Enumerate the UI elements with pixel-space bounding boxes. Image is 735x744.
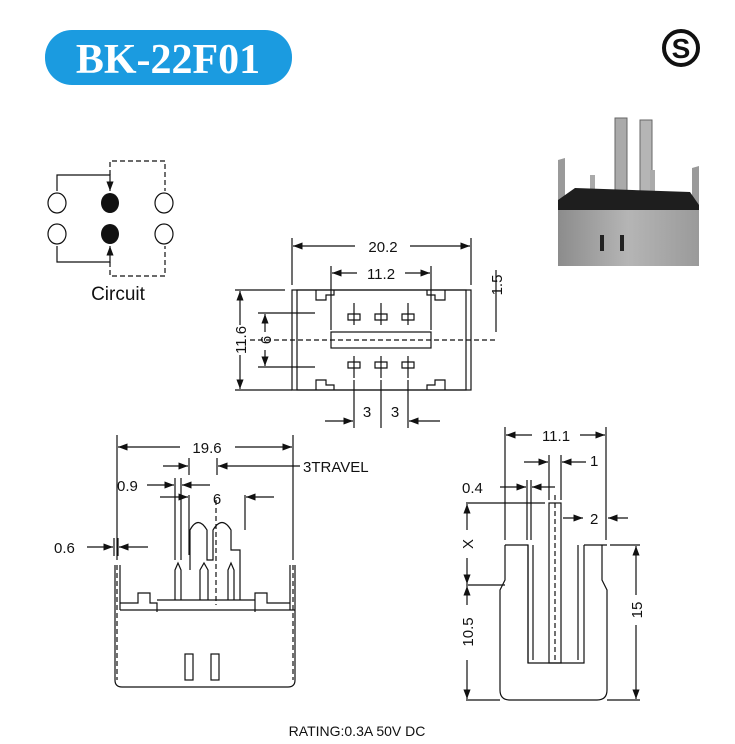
svg-text:11.6: 11.6	[233, 326, 250, 354]
svg-text:20.2: 20.2	[368, 239, 397, 256]
title: BK-22F01	[76, 37, 260, 83]
svg-text:S: S	[672, 33, 691, 64]
svg-text:0.6: 0.6	[54, 540, 75, 557]
circuit-label: Circuit	[91, 284, 146, 305]
svg-text:2: 2	[590, 511, 598, 528]
svg-text:3: 3	[363, 404, 371, 421]
title-badge: BK-22F01	[45, 30, 292, 85]
rating-text: RATING:0.3A 50V DC	[289, 723, 426, 739]
svg-text:0.9: 0.9	[117, 478, 138, 495]
svg-text:1.5: 1.5	[489, 275, 506, 296]
svg-text:11.2: 11.2	[367, 266, 395, 283]
top-view: 20.2 11.2 11.6 6 1.5 3 3	[233, 238, 506, 428]
svg-text:X: X	[460, 539, 477, 549]
circuit-diagram: Circuit	[47, 160, 174, 305]
svg-text:0.4: 0.4	[462, 480, 483, 497]
svg-text:11.1: 11.1	[542, 428, 570, 445]
svg-text:1: 1	[590, 453, 598, 470]
svg-text:10.5: 10.5	[460, 617, 477, 646]
svg-text:6: 6	[213, 491, 221, 508]
side-view: 11.1 1 0.4 X 10.5 15 2	[460, 427, 646, 701]
svg-text:3TRAVEL: 3TRAVEL	[303, 459, 369, 476]
svg-text:19.6: 19.6	[192, 440, 221, 457]
front-view: 19.6 3TRAVEL 0.9 6 0.6	[54, 435, 369, 688]
s-logo-icon: S	[662, 29, 700, 67]
svg-text:3: 3	[391, 404, 399, 421]
product-photo	[558, 117, 699, 266]
svg-text:6: 6	[258, 336, 275, 344]
svg-text:15: 15	[629, 602, 646, 619]
